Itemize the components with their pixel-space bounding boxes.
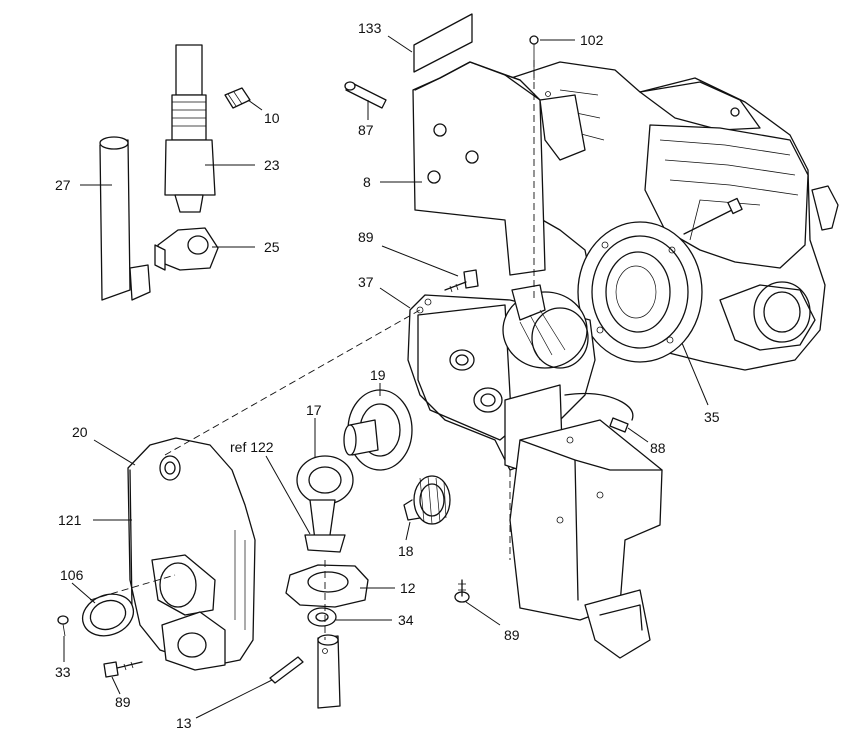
callout-102: 102 (580, 32, 604, 48)
callout-34: 34 (398, 612, 414, 628)
engine-35 (504, 61, 839, 371)
callout-27: 27 (55, 177, 71, 193)
callout-ref122: ref 122 (230, 439, 274, 455)
hose-23 (164, 44, 216, 213)
callout-12: 12 (400, 580, 416, 596)
leader-89a (381, 245, 459, 277)
callout-18: 18 (398, 543, 414, 559)
leader-35 (681, 342, 709, 406)
wire-88 (564, 392, 634, 433)
decal-133 (413, 13, 473, 73)
connecting-rod-17 (296, 455, 354, 553)
callout-8: 8 (363, 174, 371, 190)
callout-89c: 89 (115, 694, 131, 710)
gear-housing-37 (407, 284, 596, 471)
callout-25: 25 (264, 239, 280, 255)
callout-133: 133 (358, 20, 382, 36)
callout-19: 19 (370, 367, 386, 383)
callout-121: 121 (58, 512, 82, 528)
gear-19 (343, 389, 413, 471)
centerline-housing (164, 309, 421, 456)
leader-13 (195, 679, 273, 719)
callout-35: 35 (704, 409, 720, 425)
pump-housing-20 (127, 437, 256, 671)
leader-18 (405, 521, 411, 541)
shaft-13 (269, 634, 341, 709)
centerline-cover (89, 574, 176, 601)
pin-87 (344, 81, 387, 109)
leader-88 (627, 427, 649, 443)
callout-17: 17 (306, 402, 322, 418)
leader-89b (465, 601, 501, 626)
leader-20 (93, 439, 136, 466)
retainer-plate-12 (285, 564, 369, 608)
washer-34 (307, 607, 337, 627)
callout-88: 88 (650, 440, 666, 456)
shield-plate-8 (412, 61, 586, 276)
leader-89c (111, 676, 121, 695)
callout-37: 37 (358, 274, 374, 290)
frame-bracket (509, 419, 663, 659)
leader-133 (387, 35, 413, 53)
callout-89a: 89 (358, 229, 374, 245)
callout-106: 106 (60, 567, 84, 583)
leader-37 (379, 287, 411, 309)
cover-106 (81, 593, 135, 637)
callout-87: 87 (358, 122, 374, 138)
screw-33 (57, 615, 69, 637)
callout-33: 33 (55, 664, 71, 680)
callout-10: 10 (264, 110, 280, 126)
callout-20: 20 (72, 424, 88, 440)
gear-18 (403, 475, 451, 525)
tee-fitting-25 (154, 227, 219, 271)
bolt-89-lower (454, 579, 470, 603)
leader-106 (71, 582, 96, 604)
fitting-10 (224, 87, 251, 109)
leader-ref122 (265, 455, 311, 535)
bolt-89-bottom (103, 661, 143, 678)
leader-10 (247, 99, 263, 111)
pipe-27 (99, 136, 151, 301)
callout-89b: 89 (504, 627, 520, 643)
callout-23: 23 (264, 157, 280, 173)
bolt-89-top (444, 269, 479, 293)
callout-13: 13 (176, 715, 192, 731)
